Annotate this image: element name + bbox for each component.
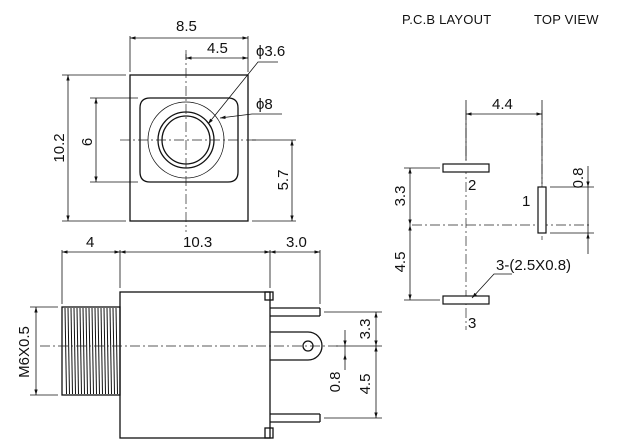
dim-front-height-label: 10.2 <box>51 133 68 162</box>
thread-line <box>76 307 79 395</box>
ring-diameter-label: ϕ8 <box>256 96 273 113</box>
dim-front-lower-label: 5.7 <box>275 170 292 191</box>
thread-line <box>97 307 100 395</box>
front-view: 8.5 4.5 ϕ3.6 ϕ8 10.2 6 5.7 <box>51 18 296 232</box>
dim-pin-pitch-label: 3.3 <box>357 319 374 340</box>
dim-pad-spacing-y1-label: 3.3 <box>392 186 409 207</box>
bottom-pin-base <box>264 427 274 439</box>
leader-ring <box>219 113 282 119</box>
thread-line <box>91 307 94 395</box>
pad-3-label: 3 <box>468 315 476 332</box>
thread-line <box>115 307 118 395</box>
dim-pin-length-label: 3.0 <box>286 234 307 251</box>
pad-3 <box>442 295 490 305</box>
thread-line <box>100 307 103 395</box>
dim-pad-spacing-x-label: 4.4 <box>492 96 513 113</box>
thread-spec-label: M6X0.5 <box>16 326 33 378</box>
side-view: 4 10.3 3.0 M6X0.5 3.3 0.8 4.5 <box>16 234 382 439</box>
dim-body-length-label: 10.3 <box>183 234 212 251</box>
thread-line <box>67 307 70 395</box>
top-view-title: TOP VIEW <box>534 12 599 27</box>
thread-line <box>103 307 106 395</box>
dim-front-width-label: 8.5 <box>176 18 197 35</box>
front-body-outline <box>129 74 249 222</box>
thread-lines <box>64 307 118 395</box>
thread-line <box>88 307 91 395</box>
pcb-layout-title: P.C.B LAYOUT <box>402 12 491 27</box>
dim-pad-width-label: 0.8 <box>570 168 587 189</box>
dim-pad-spacing-y2-label: 4.5 <box>392 252 409 273</box>
thread-line <box>109 307 112 395</box>
pad-callout-label: 3-(2.5X0.8) <box>496 257 571 274</box>
top-pin-base <box>264 291 274 301</box>
thread-line <box>64 307 67 395</box>
pad-1 <box>537 186 547 234</box>
thread-line <box>94 307 97 395</box>
side-body-outline <box>119 291 271 439</box>
dim-pin-span-label: 4.5 <box>357 374 374 395</box>
pcb-layout-view: 1 2 3 4.4 3.3 4.5 0.8 3-(2.5X0.8) <box>392 96 594 332</box>
thread-line <box>73 307 76 395</box>
bore-diameter-label: ϕ3.6 <box>256 43 285 60</box>
thread-line <box>70 307 73 395</box>
dim-thread-length-label: 4 <box>86 234 94 251</box>
thread-line <box>85 307 88 395</box>
pad-2-label: 2 <box>468 177 476 194</box>
dim-front-half-width-label: 4.5 <box>207 40 228 57</box>
leader-bore <box>207 61 278 125</box>
middle-pin <box>270 331 323 361</box>
thread-line <box>79 307 82 395</box>
thread-line <box>112 307 115 395</box>
thread-line <box>106 307 109 395</box>
pad-1-label: 1 <box>522 193 530 210</box>
dim-front-ring-height-label: 6 <box>79 138 96 146</box>
pad-callout-leader <box>471 273 512 299</box>
front-ring-outline <box>139 97 239 183</box>
dim-pin-offset-label: 0.8 <box>327 372 344 393</box>
pad-2 <box>442 163 490 173</box>
thread-line <box>82 307 85 395</box>
